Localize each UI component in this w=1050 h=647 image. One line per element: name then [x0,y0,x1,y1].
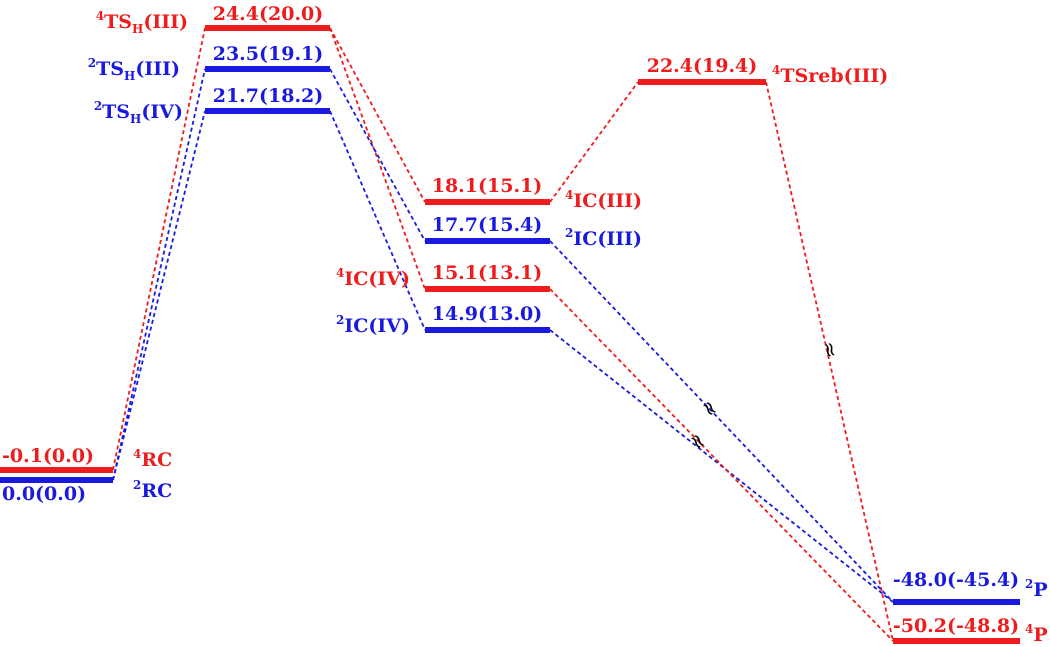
axis-break-marks: ≈≈≈ [684,338,845,454]
connector-4tsh3-4ic4 [329,27,426,290]
level-name-name_sup-4tsreb3: 4 [772,63,780,77]
level-name-name_sup-2tsh4: 2 [94,99,102,113]
level-name-name_main-2ic3: IC [573,228,597,250]
level-name-2tsh4: 2TSH(IV) [94,99,183,126]
level-name-name_sup-4ic3: 4 [565,188,573,202]
level-value-2ic4: 14.9(13.0) [432,303,543,325]
level-name-name_sup-2p: 2 [1025,577,1033,591]
level-name-name_tail-2tsh4: (IV) [141,101,183,123]
level-value-4tsreb3: 22.4(19.4) [647,55,758,77]
level-value-4rc: -0.1(0.0) [2,445,94,467]
connector-2tsh3-2ic3 [329,68,426,242]
level-value-2p: -48.0(-45.4) [893,569,1019,591]
level-value-2tsh3: 23.5(19.1) [213,43,324,65]
level-name-name_sub-2tsh3: H [124,69,135,83]
level-value-2ic3: 17.7(15.4) [432,214,543,236]
level-name-2ic3: 2IC(III) [565,226,642,250]
level-name-name_sub-2tsh4: H [130,112,141,126]
connector-2rc-2tsh3 [112,68,206,481]
level-name-4ic4: 4IC(IV) [336,266,410,290]
level-name-4ic3: 4IC(III) [565,188,642,212]
level-name-4tsreb3: 4TSreb(III) [772,63,888,87]
level-name-2ic4: 2IC(IV) [336,313,410,337]
level-name-name_main-2rc: RC [141,480,172,502]
level-name-name_main-2p: P [1033,579,1047,601]
level-name-name_main-2ic4: IC [344,315,368,337]
level-name-name_sup-2tsh3: 2 [88,56,96,70]
level-value-4tsh3: 24.4(20.0) [213,3,324,25]
level-name-name_main-2tsh4: TS [102,101,130,123]
level-value-4p: -50.2(-48.8) [893,615,1019,637]
break-mark-3: ≈ [817,338,845,360]
level-value-2tsh4: 21.7(18.2) [213,85,324,107]
level-name-name_main-4ic4: IC [344,268,368,290]
level-name-4p: 4P [1025,622,1048,646]
level-value-2rc: 0.0(0.0) [2,483,86,505]
connector-4rc-4tsh3 [112,27,206,471]
level-name-2p: 2P [1025,577,1048,601]
level-name-2tsh3: 2TSH(III) [88,56,180,83]
level-name-name_sub-4tsh3: H [132,22,143,36]
level-name-name_sup-2rc: 2 [133,478,141,492]
connector-4tsreb3-4p [765,81,894,642]
connector-lines [112,27,894,642]
energy-levels [0,25,1020,644]
level-name-name_tail-2tsh3: (III) [135,58,180,80]
connector-4ic3-4tsreb3 [549,81,639,203]
level-name-name_main-4tsh3: TS [104,11,132,33]
level-name-name_main-2tsh3: TS [96,58,124,80]
connector-4ic4-4p [549,288,894,642]
level-name-name_tail-4ic3: (III) [597,190,642,212]
level-name-name_sup-4ic4: 4 [336,266,344,280]
level-name-name_sup-4rc: 4 [133,447,141,461]
level-name-name_sup-4tsh3: 4 [96,9,104,23]
level-name-name_sup-4p: 4 [1025,622,1033,636]
connector-2rc-2tsh4 [112,110,206,481]
level-name-name_tail-2ic3: (III) [597,228,642,250]
level-name-2rc: 2RC [133,478,172,502]
level-name-name_main-4ic3: IC [573,190,597,212]
level-name-4tsh3: 4TSH(III) [96,9,188,36]
level-name-name_main-4tsreb3: TSreb [780,65,843,87]
level-name-name_sup-2ic3: 2 [565,226,573,240]
level-value-4ic3: 18.1(15.1) [432,175,543,197]
level-name-name_main-4p: P [1033,624,1047,646]
connector-4tsh3-4ic3 [329,27,426,203]
level-name-name_tail-4tsh3: (III) [143,11,188,33]
level-name-name_sup-2ic4: 2 [336,313,344,327]
level-name-name_tail-4tsreb3: (III) [844,65,889,87]
connector-2ic3-2p [549,240,894,603]
level-name-name_tail-4ic4: (IV) [368,268,410,290]
level-name-name_main-4rc: RC [141,449,172,471]
energy-labels: -0.1(0.0)4RC0.0(0.0)2RC24.4(20.0)4TSH(II… [2,3,1048,646]
connector-2tsh4-2ic4 [329,110,426,331]
level-value-4ic4: 15.1(13.1) [432,262,543,284]
level-name-name_tail-2ic4: (IV) [368,315,410,337]
level-name-4rc: 4RC [133,447,172,471]
